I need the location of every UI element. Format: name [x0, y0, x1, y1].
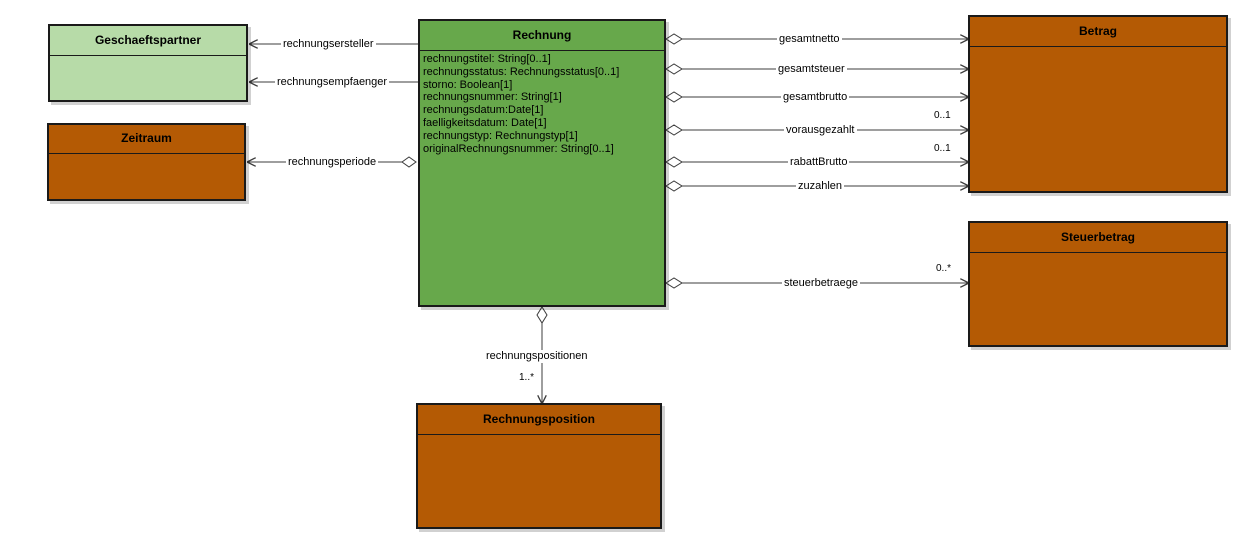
steuerbetraege-label: steuerbetraege	[782, 277, 860, 290]
class-title: Zeitraum	[49, 125, 244, 154]
class-title: Betrag	[970, 17, 1226, 47]
attribute: rechnungsstatus: Rechnungsstatus[0..1]	[423, 65, 620, 78]
vorausgezahlt-diamond	[665, 124, 683, 136]
rechnungspositionen-diamond	[536, 306, 548, 324]
class-rechnungsposition[interactable]: Rechnungsposition	[416, 403, 662, 529]
class-betrag[interactable]: Betrag	[968, 15, 1228, 193]
gesamtbrutto-label: gesamtbrutto	[781, 91, 850, 104]
class-geschaeftspartner[interactable]: Geschaeftspartner	[48, 24, 248, 102]
steuerbetraege-diamond	[665, 277, 683, 289]
vorausgezahlt-label: vorausgezahlt	[784, 124, 857, 137]
rabattbrutto-diamond	[665, 156, 683, 168]
class-title: Steuerbetrag	[970, 223, 1226, 253]
gesamtnetto-diamond	[665, 33, 683, 45]
rechnungsersteller-label: rechnungsersteller	[281, 38, 376, 51]
attribute-list: rechnungstitel: String[0..1] rechnungsst…	[420, 51, 664, 157]
gesamtbrutto-diamond	[665, 91, 683, 103]
gesamtsteuer-diamond	[665, 63, 683, 75]
class-title: Rechnungsposition	[418, 405, 660, 435]
attribute: faelligkeitsdatum: Date[1]	[423, 116, 547, 129]
class-zeitraum[interactable]: Zeitraum	[47, 123, 246, 201]
class-title: Rechnung	[420, 21, 664, 51]
vorausgezahlt-multiplicity: 0..1	[934, 110, 951, 121]
rabattbrutto-label: rabattBrutto	[788, 156, 850, 169]
gesamtsteuer-label: gesamtsteuer	[776, 63, 847, 76]
rechnungspositionen-multiplicity: 1..*	[519, 372, 535, 383]
rechnungsperiode-label: rechnungsperiode	[286, 156, 379, 169]
rechnungspositionen-label: rechnungspositionen	[484, 350, 590, 363]
rechnungsperiode-diamond	[401, 156, 417, 168]
class-rechnung[interactable]: Rechnung rechnungstitel: String[0..1] re…	[418, 19, 666, 307]
attribute: originalRechnungsnummer: String[0..1]	[423, 142, 614, 155]
attribute: rechnungsdatum:Date[1]	[423, 104, 544, 117]
rechnungsempfaenger-label: rechnungsempfaenger	[275, 76, 390, 89]
zuzahlen-label: zuzahlen	[796, 180, 845, 193]
class-title: Geschaeftspartner	[50, 26, 246, 56]
class-steuerbetrag[interactable]: Steuerbetrag	[968, 221, 1228, 347]
rabattbrutto-multiplicity: 0..1	[934, 143, 951, 154]
steuerbetraege-multiplicity: 0..*	[936, 263, 952, 274]
attribute: storno: Boolean[1]	[423, 78, 513, 91]
attribute: rechnungstitel: String[0..1]	[423, 53, 551, 65]
gesamtnetto-label: gesamtnetto	[777, 33, 842, 46]
attribute: rechnungsnummer: String[1]	[423, 91, 562, 104]
zuzahlen-diamond	[665, 180, 683, 192]
attribute: rechnungstyp: Rechnungstyp[1]	[423, 129, 578, 142]
